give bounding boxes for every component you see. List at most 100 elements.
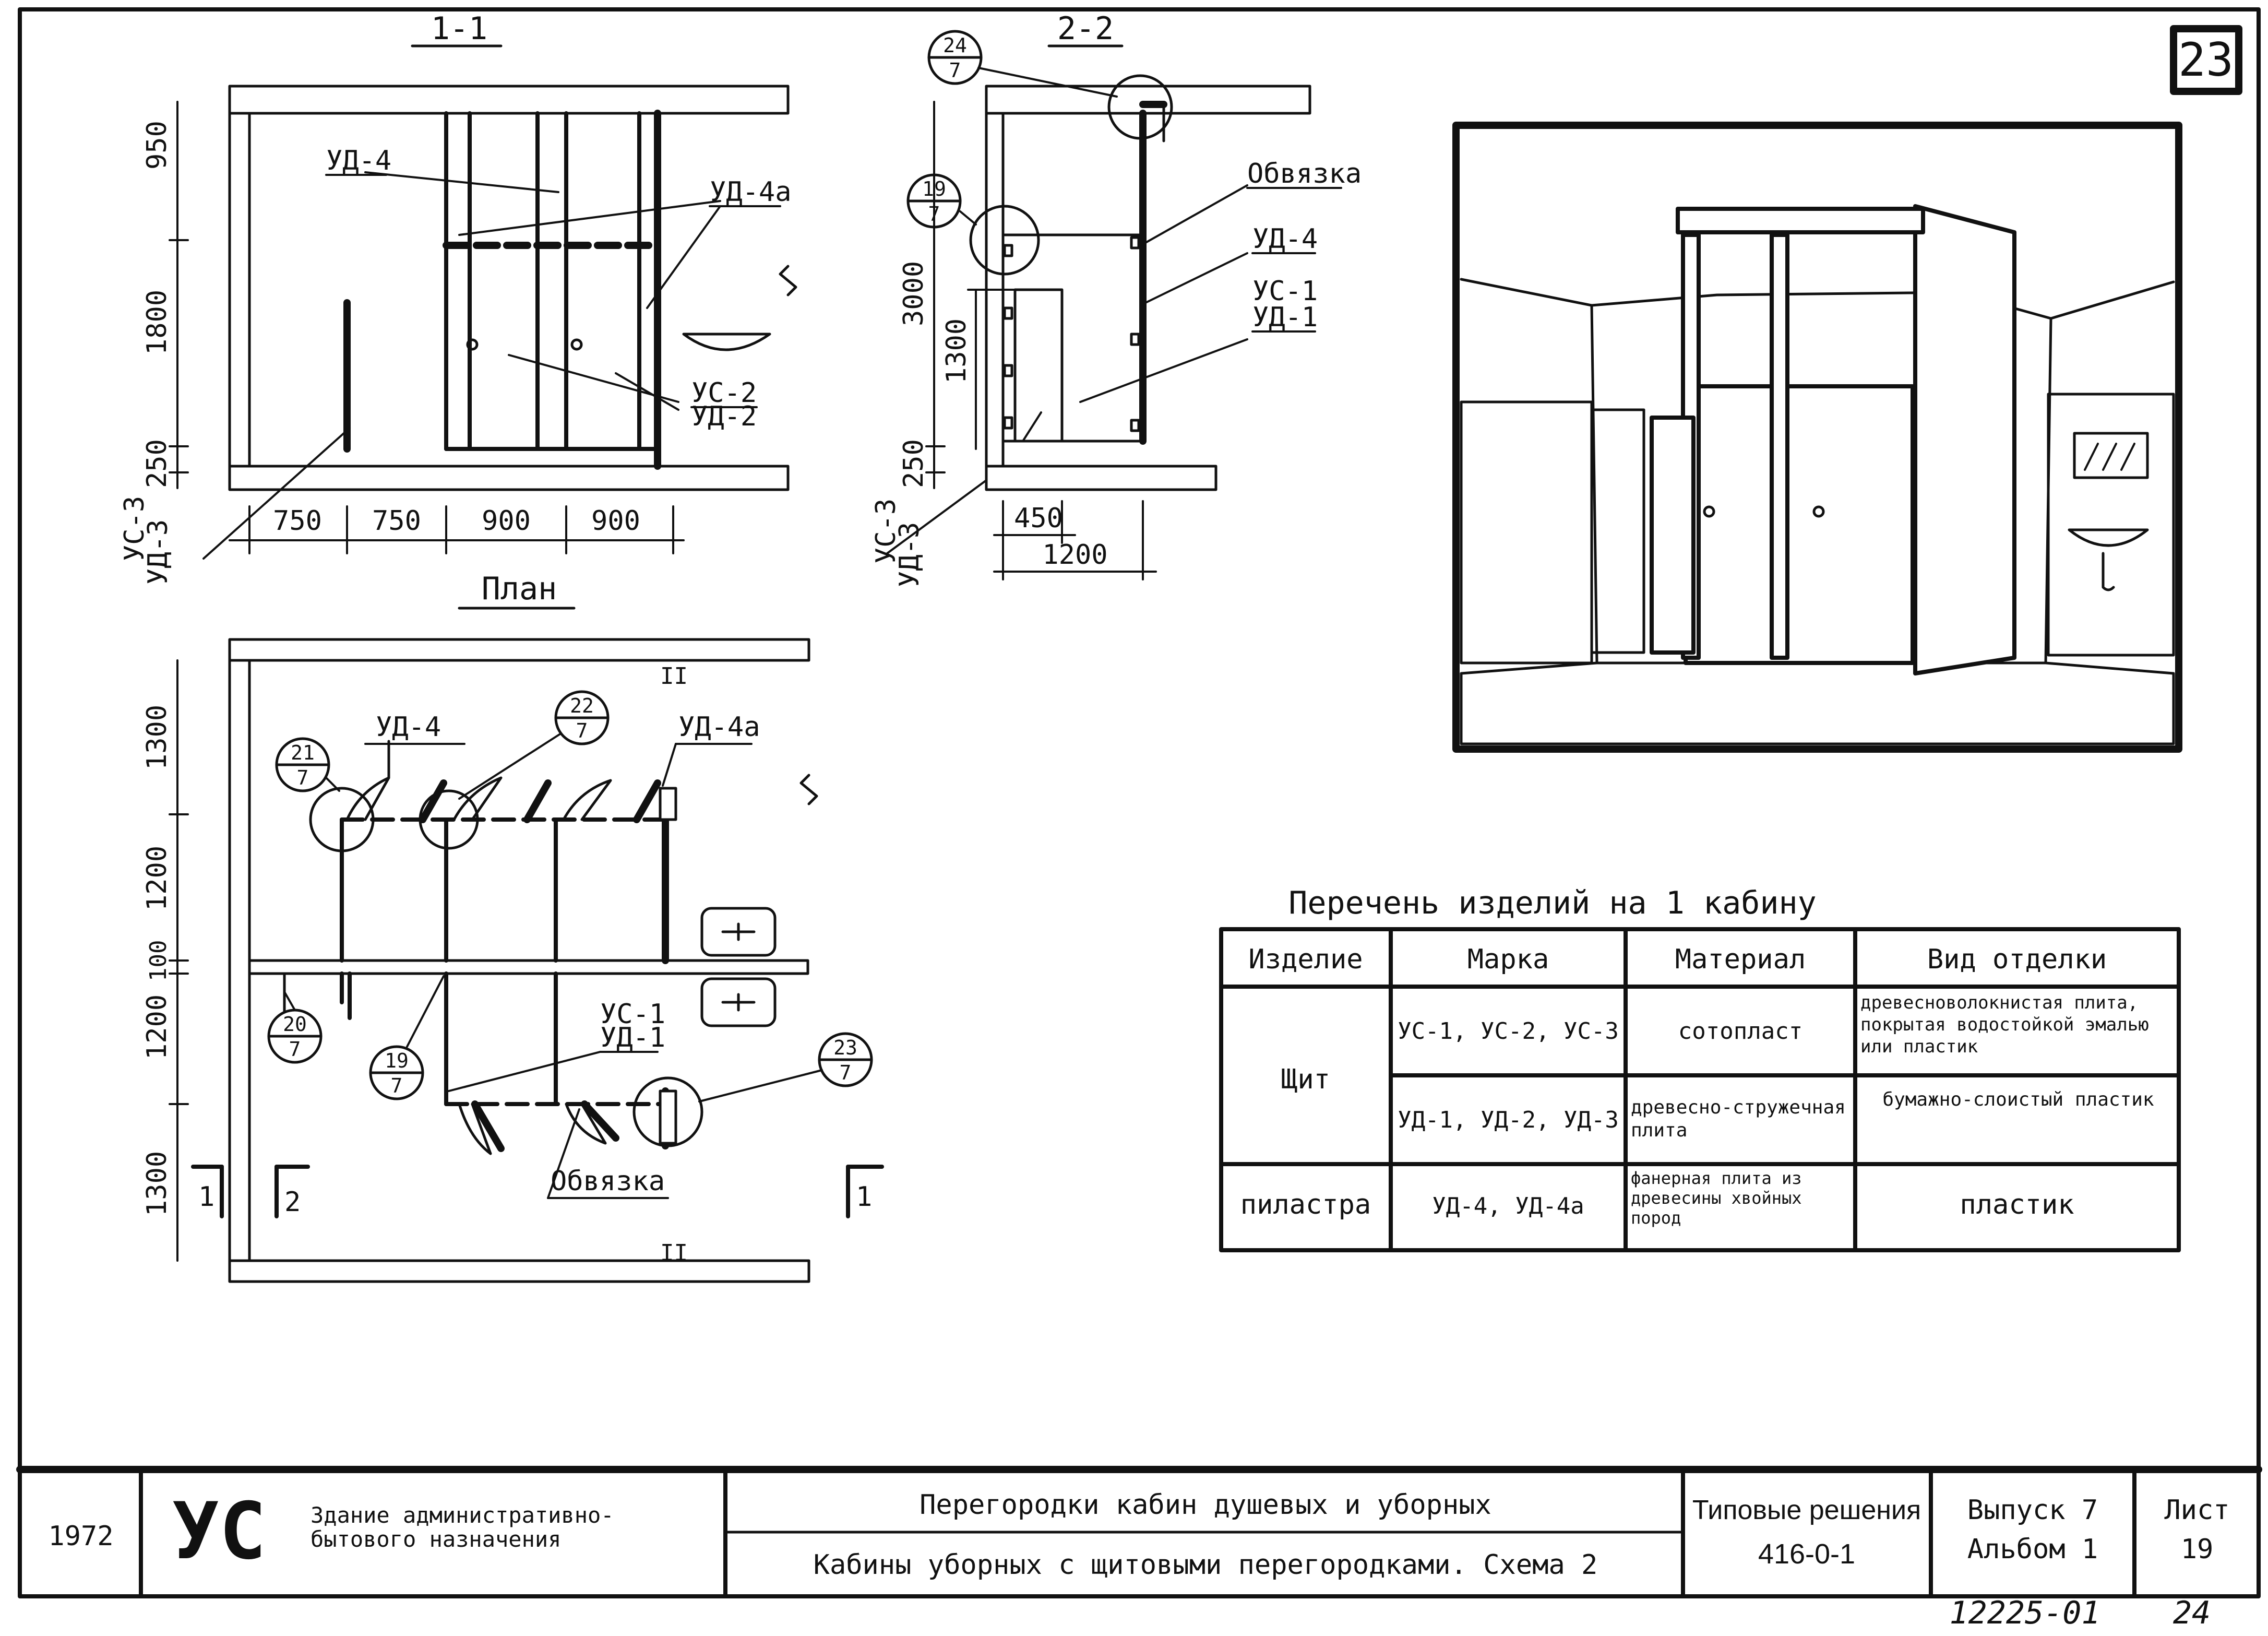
label-ud3: УД-3 bbox=[142, 519, 174, 585]
bottom-code: 12225-01 bbox=[1950, 1595, 2100, 1631]
side-partition bbox=[1913, 204, 2016, 675]
sheet-frame bbox=[18, 7, 2261, 1598]
dim-1300: 1300 bbox=[941, 318, 972, 384]
tb-series-label: Типовые решения bbox=[1692, 1495, 1921, 1525]
plan-title: План bbox=[482, 571, 557, 607]
plan: План bbox=[141, 571, 884, 1283]
td-finish-1: бумажно-слоистый пластик bbox=[1882, 1089, 2154, 1110]
plan-label-ud4a: УД-4а bbox=[678, 712, 760, 743]
th-item: Изделие bbox=[1248, 944, 1363, 975]
dim-750-a: 750 bbox=[273, 505, 322, 537]
door-opening bbox=[1013, 288, 1064, 443]
dim-1800: 1800 bbox=[141, 290, 173, 355]
dim-950: 950 bbox=[141, 121, 173, 170]
tiled-floor bbox=[1460, 661, 2175, 745]
callout-19-7-plan: 19 7 bbox=[369, 975, 445, 1100]
bottom-page: 24 bbox=[2173, 1595, 2211, 1631]
td-finish-0: древесноволокнистая плита, покрытая водо… bbox=[1860, 992, 2149, 1057]
floor-slab-2 bbox=[985, 465, 1217, 491]
callout-20-7: 20 7 bbox=[267, 991, 323, 1064]
td-item-0: Щит bbox=[1281, 1064, 1330, 1095]
label-obvyazka: Обвязка bbox=[1247, 158, 1362, 189]
tb-title-2: Кабины уборных с щитовыми перегородками.… bbox=[814, 1549, 1598, 1581]
label-us3-2: УС-3 bbox=[870, 499, 902, 564]
svg-text:7: 7 bbox=[576, 719, 588, 742]
tb-building: Здание административно-бытового назначен… bbox=[311, 1503, 614, 1552]
svg-text:7: 7 bbox=[391, 1074, 403, 1097]
plan-top-wall bbox=[228, 638, 810, 662]
section-2-2: 2-2 24 7 19 7 bbox=[870, 10, 1362, 587]
svg-text:7: 7 bbox=[840, 1061, 852, 1084]
plan-mark-1-right: 1 bbox=[856, 1181, 872, 1213]
callout-21-7: 21 7 bbox=[275, 737, 340, 792]
callout-24-7: 24 7 bbox=[927, 30, 1118, 98]
section-1-1: 1-1 УД-4 УД-4а УС-2 bbox=[119, 10, 797, 585]
td-material-0: сотопласт bbox=[1678, 1018, 1803, 1045]
plan-mark-2: 2 bbox=[284, 1187, 301, 1218]
plan-label-ud1: УД-1 bbox=[600, 1022, 665, 1053]
plan-bottom-wall bbox=[228, 1259, 810, 1283]
tb-logo: УС bbox=[172, 1486, 267, 1577]
label-ud2: УД-2 bbox=[691, 401, 757, 432]
left-wall bbox=[228, 112, 251, 468]
top-rail bbox=[1676, 207, 1925, 234]
td-item-2: пиластра bbox=[1240, 1189, 1371, 1220]
plan-dim-1300-top: 1300 bbox=[141, 705, 173, 770]
plan-mark-2-bottom: II bbox=[660, 1240, 688, 1266]
tb-sheet-label: Лист bbox=[2164, 1495, 2229, 1526]
dim-3000: 3000 bbox=[898, 261, 929, 326]
floor-slab bbox=[228, 465, 790, 491]
tiled-wall-right bbox=[2047, 393, 2175, 657]
svg-text:19: 19 bbox=[385, 1049, 409, 1072]
plan-mark-1-left: 1 bbox=[198, 1181, 214, 1213]
svg-text:7: 7 bbox=[297, 766, 309, 789]
products-table: Перечень изделий на 1 кабину Изделие Мар… bbox=[1219, 885, 2181, 1252]
plan-dim-100: 100 bbox=[145, 940, 172, 981]
plan-dim-1200-bottom: 1200 bbox=[141, 994, 173, 1060]
tb-sheet-number: 19 bbox=[2181, 1534, 2214, 1565]
td-finish-2: пластик bbox=[1960, 1189, 2074, 1220]
dim-450: 450 bbox=[1014, 503, 1063, 534]
title-block: 1972 УС Здание административно-бытового … bbox=[16, 1466, 2262, 1598]
plan-dim-1200-top: 1200 bbox=[141, 846, 173, 911]
label-ud1-2: УД-1 bbox=[1252, 302, 1318, 333]
th-finish: Вид отделки bbox=[1927, 944, 2107, 975]
tb-issue: Выпуск 7 bbox=[1967, 1495, 2098, 1526]
wash-basin bbox=[682, 333, 771, 351]
tb-series-number: 416-0-1 bbox=[1758, 1538, 1855, 1570]
table-title: Перечень изделий на 1 кабину bbox=[1288, 885, 1816, 921]
detail-circle-19 bbox=[969, 205, 1040, 276]
label-ud3-2: УД-3 bbox=[894, 522, 925, 587]
label-us1-2: УС-1 bbox=[1252, 276, 1318, 307]
plan-label-ud4: УД-4 bbox=[376, 712, 441, 743]
page-number: 23 bbox=[2178, 33, 2234, 87]
page-number-box: 23 bbox=[2170, 25, 2242, 95]
plan-label-us1: УС-1 bbox=[600, 999, 665, 1030]
th-mark: Марка bbox=[1467, 944, 1549, 975]
section-1-1-title: 1-1 bbox=[431, 10, 487, 47]
svg-text:21: 21 bbox=[291, 741, 315, 764]
ceiling-slab-2 bbox=[985, 85, 1311, 115]
label-us2: УС-2 bbox=[691, 377, 757, 409]
label-ud4a: УД-4а bbox=[710, 176, 792, 208]
td-material-2: фанерная плита из древесины хвойных поро… bbox=[1631, 1168, 1802, 1228]
svg-text:24: 24 bbox=[943, 34, 967, 57]
svg-text:20: 20 bbox=[283, 1013, 307, 1036]
td-mark-1: УД-1, УД-2, УД-3 bbox=[1398, 1107, 1619, 1133]
plan-left-wall bbox=[228, 659, 251, 1262]
plan-mark-2-top: II bbox=[660, 663, 688, 690]
svg-text:7: 7 bbox=[289, 1038, 301, 1061]
tb-year: 1972 bbox=[48, 1521, 113, 1552]
td-mark-2: УД-4, УД-4а bbox=[1432, 1193, 1584, 1219]
callout-22-7: 22 7 bbox=[458, 690, 610, 800]
perspective-view bbox=[1452, 122, 2182, 753]
tb-title-1: Перегородки кабин душевых и уборных bbox=[920, 1489, 1491, 1521]
svg-text:22: 22 bbox=[570, 694, 594, 717]
label-ud4: УД-4 bbox=[326, 145, 391, 176]
label-ud4-2: УД-4 bbox=[1252, 223, 1318, 255]
plan-label-obvyazka: Обвязка bbox=[551, 1166, 665, 1197]
td-material-1: древесно-стружечная плита bbox=[1631, 1097, 1846, 1141]
sink bbox=[2068, 528, 2149, 547]
